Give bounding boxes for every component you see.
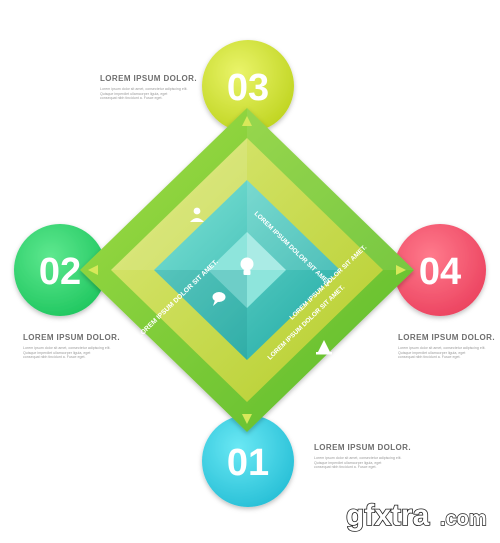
- step-02-body-line: Quisque imperdiet ullamcorper ligula, eg…: [23, 350, 91, 355]
- step-02-heading: LOREM IPSUM DOLOR.: [23, 333, 120, 342]
- step-04-text: LOREM IPSUM DOLOR. Lorem ipsum dolor sit…: [398, 333, 495, 360]
- corner-arrow-markers: [88, 116, 406, 424]
- step-02-number: 02: [39, 251, 81, 293]
- pen-nib-icon: [316, 340, 332, 355]
- step-04-badge: [394, 224, 486, 316]
- step-04-body-line: Lorem ipsum dolor sit amet, consectetur …: [398, 346, 486, 350]
- person-icon: [190, 207, 204, 222]
- step-03-body-line: Quisque imperdiet ullamcorper ligula, eg…: [100, 91, 168, 96]
- step-04-heading: LOREM IPSUM DOLOR.: [398, 333, 495, 342]
- step-04-body-line: Quisque imperdiet ullamcorper ligula, eg…: [398, 350, 466, 355]
- step-02-badge: [14, 224, 106, 316]
- step-01-body-line: consequat nibh tincidunt a. Fusce eget.: [314, 465, 377, 470]
- step-04-body-line: consequat nibh tincidunt a. Fusce eget.: [398, 355, 461, 360]
- step-04-number: 04: [419, 251, 461, 293]
- step-03-body-line: Lorem ipsum dolor sit amet, consectetur …: [100, 87, 188, 91]
- step-01-badge: [202, 415, 294, 507]
- step-01-heading: LOREM IPSUM DOLOR.: [314, 443, 411, 452]
- watermark-text: gfxtra: [346, 499, 430, 532]
- step-03-heading: LOREM IPSUM DOLOR.: [100, 74, 197, 83]
- lightbulb-icon: [240, 257, 254, 275]
- step-02-text: LOREM IPSUM DOLOR. Lorem ipsum dolor sit…: [23, 333, 143, 360]
- speech-bubble-icon: [212, 292, 226, 306]
- step-01-body-line: Quisque imperdiet ullamcorper ligula, eg…: [314, 460, 382, 465]
- step-03-body-line: consequat nibh tincidunt a. Fusce eget.: [100, 96, 163, 101]
- step-03-number: 03: [227, 67, 269, 109]
- step-03-text: LOREM IPSUM DOLOR. Lorem ipsum dolor sit…: [100, 74, 220, 101]
- step-02-body-line: Lorem ipsum dolor sit amet, consectetur …: [23, 346, 111, 350]
- step-01-number: 01: [227, 442, 269, 484]
- watermark-suffix: .com: [440, 508, 487, 530]
- step-01-text: LOREM IPSUM DOLOR. Lorem ipsum dolor sit…: [314, 443, 434, 470]
- step-01-body-line: Lorem ipsum dolor sit amet, consectetur …: [314, 456, 402, 460]
- watermark-logo: gfxtra .com: [345, 498, 487, 533]
- step-02-body-line: consequat nibh tincidunt a. Fusce eget.: [23, 355, 86, 360]
- step-03-badge: [202, 40, 294, 132]
